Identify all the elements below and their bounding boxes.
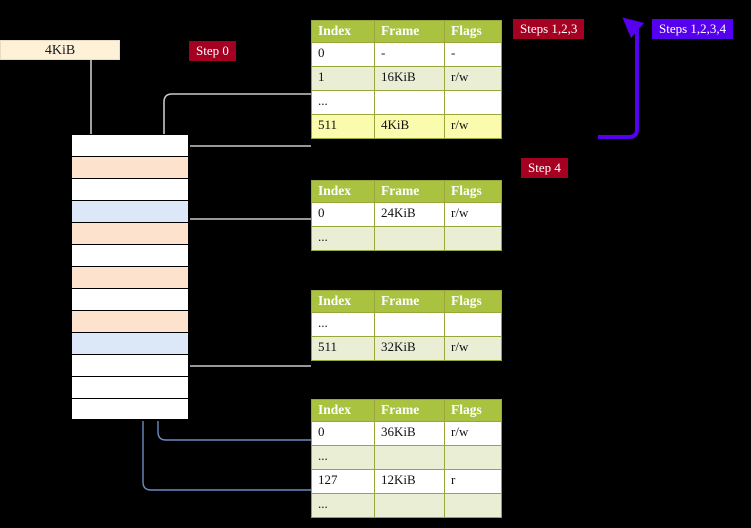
cell-index: 0 <box>311 202 375 227</box>
table-header-row: Index Frame Flags <box>311 20 502 43</box>
column-header-flags: Flags <box>444 290 502 313</box>
memory-frame-row <box>71 222 189 244</box>
memory-frame-row <box>71 200 189 222</box>
column-header-index: Index <box>311 20 375 43</box>
cell-flags <box>444 226 502 251</box>
cell-flags: r/w <box>444 421 502 446</box>
table-row: ... <box>311 445 502 470</box>
memory-frame-row <box>71 332 189 354</box>
frame-size-banner: 4KiB <box>0 40 120 60</box>
cell-frame: 16KiB <box>374 66 445 91</box>
table-header-row: Index Frame Flags <box>311 290 502 313</box>
cell-flags <box>444 90 502 115</box>
cell-frame: - <box>374 42 445 67</box>
column-header-index: Index <box>311 399 375 422</box>
wire-table2-row511-to-memory <box>168 308 311 367</box>
cell-flags: r/w <box>444 336 502 361</box>
memory-frame-row <box>71 156 189 178</box>
badge-steps-1-2-3: Steps 1,2,3 <box>513 19 585 39</box>
cell-flags <box>444 493 502 518</box>
cell-frame <box>374 312 445 337</box>
cell-index: ... <box>311 312 375 337</box>
wire-table1-row0-to-memory <box>174 218 311 267</box>
cell-index: ... <box>311 493 375 518</box>
table-header-row: Index Frame Flags <box>311 180 502 203</box>
column-header-flags: Flags <box>444 20 502 43</box>
cell-index: ... <box>311 445 375 470</box>
cell-index: ... <box>311 226 375 251</box>
table-header-row: Index Frame Flags <box>311 399 502 422</box>
memory-frame-row <box>71 266 189 288</box>
cell-flags: r/w <box>444 66 502 91</box>
cell-frame <box>374 226 445 251</box>
column-header-flags: Flags <box>444 399 502 422</box>
column-header-frame: Frame <box>374 290 445 313</box>
column-header-index: Index <box>311 290 375 313</box>
column-header-frame: Frame <box>374 399 445 422</box>
cell-frame <box>374 90 445 115</box>
arrow-steps-1234-bracket <box>598 17 645 139</box>
memory-frame-row <box>71 398 189 420</box>
cell-flags <box>444 312 502 337</box>
memory-frame-row <box>71 354 189 376</box>
cell-flags <box>444 445 502 470</box>
cell-frame: 4KiB <box>374 114 445 139</box>
cell-flags: r/w <box>444 114 502 139</box>
memory-frame-row <box>71 134 189 156</box>
column-header-flags: Flags <box>444 180 502 203</box>
cell-frame: 32KiB <box>374 336 445 361</box>
column-header-frame: Frame <box>374 180 445 203</box>
table-row: 0-- <box>311 42 502 67</box>
cell-flags: - <box>444 42 502 67</box>
memory-frame-row <box>71 376 189 398</box>
cell-index: 0 <box>311 42 375 67</box>
cell-flags: r <box>444 469 502 494</box>
badge-step-0: Step 0 <box>189 41 236 61</box>
cell-index: 127 <box>311 469 375 494</box>
cell-index: 511 <box>311 336 375 361</box>
column-header-index: Index <box>311 180 375 203</box>
memory-frame-row <box>71 244 189 266</box>
table-row: ... <box>311 312 502 337</box>
cell-frame: 36KiB <box>374 421 445 446</box>
wire-table0-row511-to-memory <box>174 145 311 160</box>
table-row: ... <box>311 493 502 518</box>
table-row: ... <box>311 90 502 115</box>
physical-memory-column <box>70 134 190 421</box>
cell-frame: 12KiB <box>374 469 445 494</box>
cell-flags: r/w <box>444 202 502 227</box>
table-row: ... <box>311 226 502 251</box>
cell-index: 0 <box>311 421 375 446</box>
cell-frame <box>374 445 445 470</box>
memory-frame-row <box>71 310 189 332</box>
memory-frame-row <box>71 178 189 200</box>
memory-frame-row <box>71 288 189 310</box>
cell-frame <box>374 493 445 518</box>
badge-step-4: Step 4 <box>521 158 568 178</box>
cell-frame: 24KiB <box>374 202 445 227</box>
cell-index: ... <box>311 90 375 115</box>
column-header-frame: Frame <box>374 20 445 43</box>
badge-steps-1-2-3-4: Steps 1,2,3,4 <box>652 19 734 39</box>
cell-index: 1 <box>311 66 375 91</box>
cell-index: 511 <box>311 114 375 139</box>
